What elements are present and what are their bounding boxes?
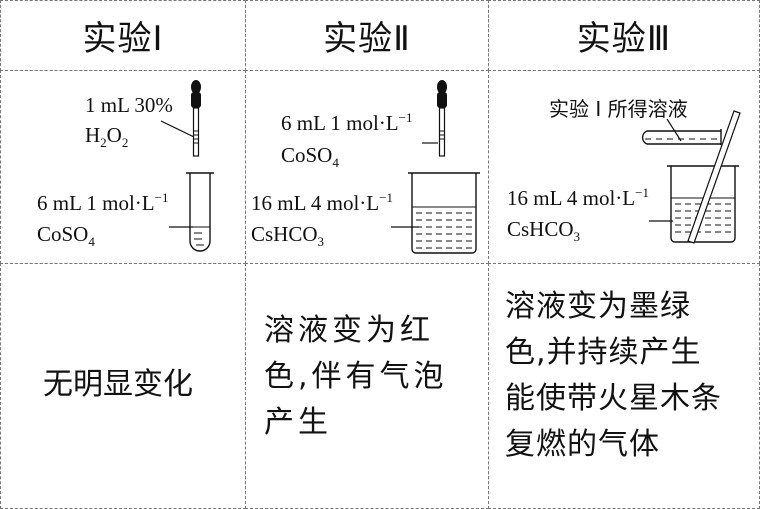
setup-exp3: 实验 Ⅰ 所得溶液 16 mL 4 mol·L−1 CsHCO3 — [488, 70, 760, 264]
result-exp1: 无明显变化 — [0, 263, 246, 509]
cshco3-conc-label: 16 mL 4 mol·L−1 — [507, 185, 649, 210]
result-exp3-text: 溶液变为墨绿 色,并持续产生 能使带火星木条 复燃的气体 — [505, 289, 722, 462]
test-tube-icon — [641, 129, 722, 145]
result-exp1-text: 无明显变化 — [43, 367, 193, 402]
dropper-icon — [437, 80, 447, 157]
result-exp3: 溶液变为墨绿 色,并持续产生 能使带火星木条 复燃的气体 — [488, 263, 760, 509]
h2o2-volume-label: 1 mL 30% — [85, 93, 173, 117]
header-exp3-label: 实验Ⅲ — [576, 19, 672, 59]
pointer-line-icon — [422, 142, 438, 144]
setup-exp1: 1 mL 30% H2O2 6 mL 1 mol·L−1 CoSO4 — [0, 70, 246, 264]
header-exp3: 实验Ⅲ — [488, 0, 760, 71]
pointer-line-icon — [160, 120, 195, 138]
cshco3-conc-label: 16 mL 4 mol·L−1 — [251, 190, 393, 215]
header-exp2: 实验Ⅱ — [245, 0, 489, 71]
beaker-icon — [408, 172, 480, 254]
coso4-formula-label: CoSO4 — [37, 222, 95, 250]
pointer-line-icon — [169, 226, 193, 228]
cshco3-formula-label: CsHCO3 — [251, 222, 325, 250]
header-exp2-label: 实验Ⅱ — [323, 19, 411, 59]
glass-rod-icon — [687, 110, 741, 244]
coso4-formula-label: CoSO4 — [281, 143, 339, 171]
header-exp1-label: 实验Ⅰ — [82, 19, 164, 59]
result-exp2-text: 溶液变为红 色,伴有气泡 产生 — [264, 313, 448, 440]
pointer-line-icon — [666, 118, 682, 142]
result-exp2: 溶液变为红 色,伴有气泡 产生 — [245, 263, 489, 509]
setup-exp2: 6 mL 1 mol·L−1 CoSO4 16 mL 4 mol·L−1 CsH… — [245, 70, 489, 264]
coso4-conc-label: 6 mL 1 mol·L−1 — [281, 110, 413, 135]
test-tube-icon — [186, 172, 214, 252]
header-exp1: 实验Ⅰ — [0, 0, 246, 71]
h2o2-formula-label: H2O2 — [85, 123, 129, 151]
dropper-icon — [191, 80, 201, 157]
coso4-conc-label: 6 mL 1 mol·L−1 — [37, 190, 169, 215]
pointer-line-icon — [391, 226, 419, 228]
cshco3-formula-label: CsHCO3 — [507, 217, 581, 245]
exp1-solution-label: 实验 Ⅰ 所得溶液 — [549, 97, 688, 121]
pointer-line-icon — [649, 220, 673, 222]
